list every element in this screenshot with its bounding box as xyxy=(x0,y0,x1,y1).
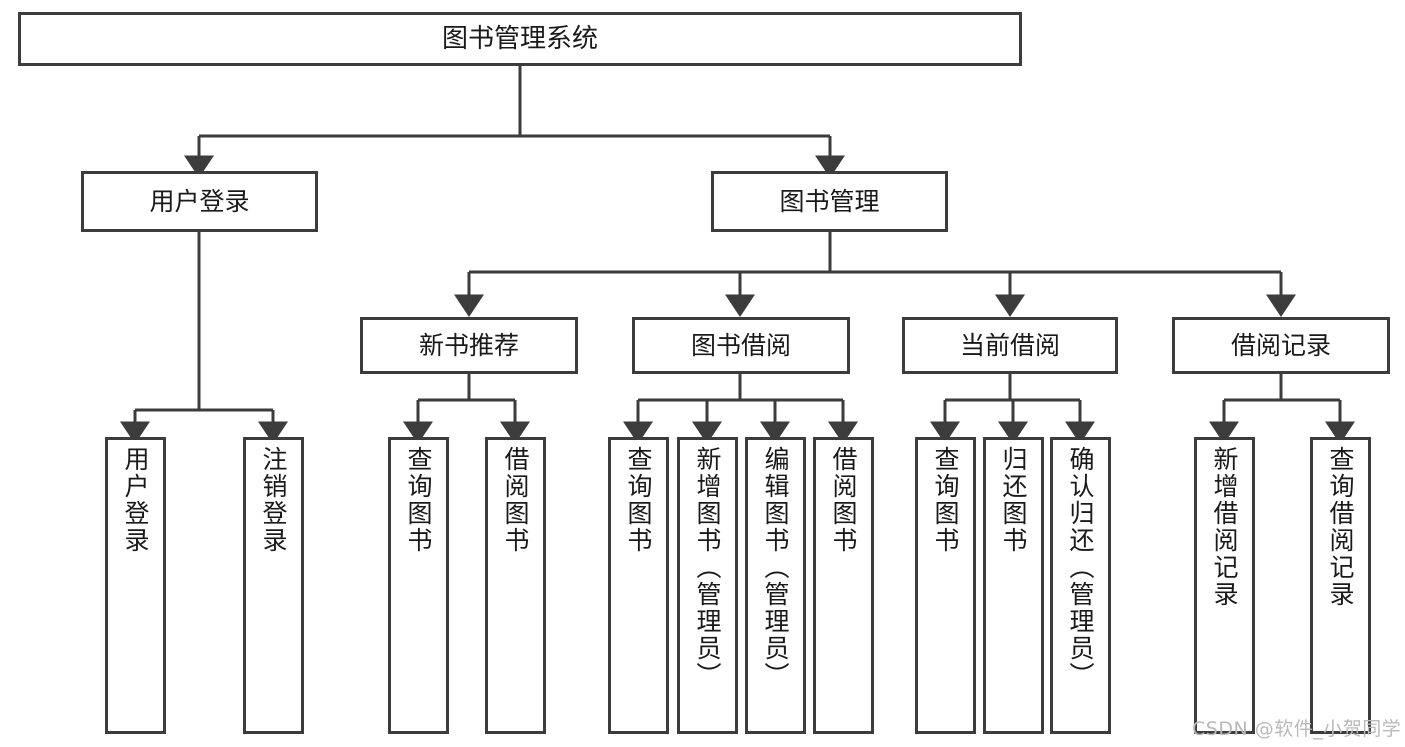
leaf-borrow-book-2[interactable]: 借阅图书 xyxy=(813,437,874,734)
leaf-user-login-label: 用户登录 xyxy=(121,446,150,554)
leaf-edit-book[interactable]: 编辑图书（管理员） xyxy=(745,437,806,734)
node-book-management[interactable]: 图书管理 xyxy=(711,171,948,232)
node-user-login-label: 用户登录 xyxy=(149,186,250,216)
leaf-add-book-label: 新增图书（管理员） xyxy=(693,446,722,689)
leaf-query-record[interactable]: 查询借阅记录 xyxy=(1310,437,1371,734)
leaf-query-record-label: 查询借阅记录 xyxy=(1326,446,1355,608)
leaf-query-book-1-label: 查询图书 xyxy=(404,446,433,554)
node-new-book-recommend-label: 新书推荐 xyxy=(418,330,519,360)
leaf-borrow-book-1[interactable]: 借阅图书 xyxy=(485,437,546,734)
leaf-user-login[interactable]: 用户登录 xyxy=(105,437,166,734)
leaf-query-book-2-label: 查询图书 xyxy=(624,446,653,554)
leaf-add-record-label: 新增借阅记录 xyxy=(1210,446,1239,608)
node-user-login[interactable]: 用户登录 xyxy=(81,171,318,232)
leaf-query-book-1[interactable]: 查询图书 xyxy=(388,437,449,734)
node-book-borrow[interactable]: 图书借阅 xyxy=(632,317,850,374)
node-borrow-record-label: 借阅记录 xyxy=(1230,330,1331,360)
leaf-confirm-return-label: 确认归还（管理员） xyxy=(1066,446,1095,689)
leaf-query-book-2[interactable]: 查询图书 xyxy=(608,437,669,734)
csdn-watermark: CSDN @软件_小贺同学 xyxy=(1192,718,1402,740)
leaf-add-book[interactable]: 新增图书（管理员） xyxy=(677,437,738,734)
leaf-user-logout[interactable]: 注销登录 xyxy=(243,437,304,734)
leaf-add-record[interactable]: 新增借阅记录 xyxy=(1194,437,1255,734)
node-root[interactable]: 图书管理系统 xyxy=(18,12,1022,66)
node-book-management-label: 图书管理 xyxy=(779,186,880,216)
node-new-book-recommend[interactable]: 新书推荐 xyxy=(360,317,578,374)
leaf-user-logout-label: 注销登录 xyxy=(259,446,288,554)
leaf-borrow-book-1-label: 借阅图书 xyxy=(501,446,530,554)
leaf-confirm-return[interactable]: 确认归还（管理员） xyxy=(1050,437,1111,734)
leaf-edit-book-label: 编辑图书（管理员） xyxy=(761,446,790,689)
leaf-query-book-3-label: 查询图书 xyxy=(931,446,960,554)
node-current-borrow[interactable]: 当前借阅 xyxy=(902,317,1118,374)
leaf-query-book-3[interactable]: 查询图书 xyxy=(915,437,976,734)
leaf-borrow-book-2-label: 借阅图书 xyxy=(829,446,858,554)
node-borrow-record[interactable]: 借阅记录 xyxy=(1172,317,1390,374)
leaf-return-book-label: 归还图书 xyxy=(999,446,1028,554)
node-book-borrow-label: 图书借阅 xyxy=(690,330,791,360)
node-root-label: 图书管理系统 xyxy=(441,23,598,54)
node-current-borrow-label: 当前借阅 xyxy=(959,330,1060,360)
leaf-return-book[interactable]: 归还图书 xyxy=(983,437,1044,734)
